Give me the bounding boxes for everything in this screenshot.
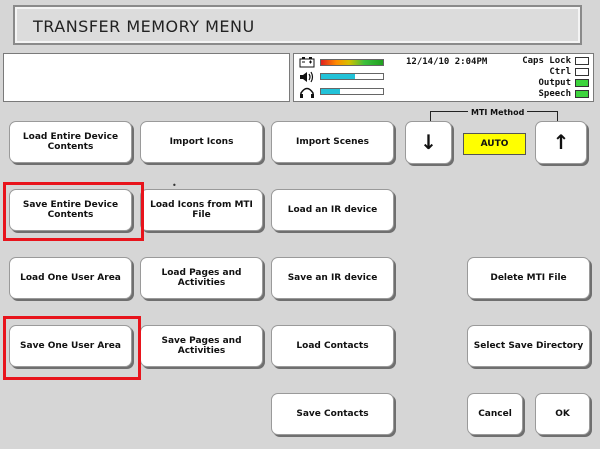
save-entire-device-button[interactable]: Save Entire Device Contents [9,189,132,231]
delete-mti-file-button[interactable]: Delete MTI File [467,257,590,299]
highlight-save-entire [3,182,144,241]
battery-meter [320,59,384,66]
page-title: TRANSFER MEMORY MENU [33,17,255,36]
down-arrow-icon: ↓ [420,130,437,154]
load-pages-activities-button[interactable]: Load Pages and Activities [140,257,263,299]
load-entire-device-button[interactable]: Load Entire Device Contents [9,121,132,163]
volume-meter [320,73,384,80]
speaker-icon [300,71,314,83]
import-icons-button[interactable]: Import Icons [140,121,263,163]
save-contacts-button[interactable]: Save Contacts [271,393,394,435]
select-save-directory-button[interactable]: Select Save Directory [467,325,590,367]
mti-method-label: MTI Method [468,108,528,117]
ok-button[interactable]: OK [535,393,590,435]
load-icons-mti-button[interactable]: Load Icons from MTI File [140,189,263,231]
save-pages-activities-button[interactable]: Save Pages and Activities [140,325,263,367]
save-one-user-area-button[interactable]: Save One User Area [9,325,132,367]
message-window[interactable] [3,53,290,102]
output-label: Output [538,78,571,88]
tick-mark: • [172,181,177,190]
headphones-icon [300,87,314,98]
save-ir-device-button[interactable]: Save an IR device [271,257,394,299]
load-one-user-area-button[interactable]: Load One User Area [9,257,132,299]
cancel-button[interactable]: Cancel [467,393,523,435]
output-indicator [575,79,589,87]
up-arrow-icon: ↑ [552,130,570,154]
load-contacts-button[interactable]: Load Contacts [271,325,394,367]
mti-down-button[interactable]: ↓ [405,121,452,164]
headphone-meter [320,88,384,95]
ctrl-label: Ctrl [549,67,571,77]
caps-lock-label: Caps Lock [522,56,571,66]
import-scenes-button[interactable]: Import Scenes [271,121,394,163]
load-ir-device-button[interactable]: Load an IR device [271,189,394,231]
mti-up-button[interactable]: ↑ [535,121,587,164]
ctrl-indicator [575,68,589,76]
date-time: 12/14/10 2:04PM [406,57,488,67]
caps-lock-indicator [575,57,589,65]
status-panel: 12/14/10 2:04PM Caps Lock Ctrl Output Sp… [293,53,594,102]
mti-method-value: AUTO [463,133,526,155]
title-bar: TRANSFER MEMORY MENU [13,5,582,45]
highlight-save-one-user [3,316,141,380]
speech-label: Speech [538,89,571,99]
battery-icon [299,57,315,68]
speech-indicator [575,90,589,98]
